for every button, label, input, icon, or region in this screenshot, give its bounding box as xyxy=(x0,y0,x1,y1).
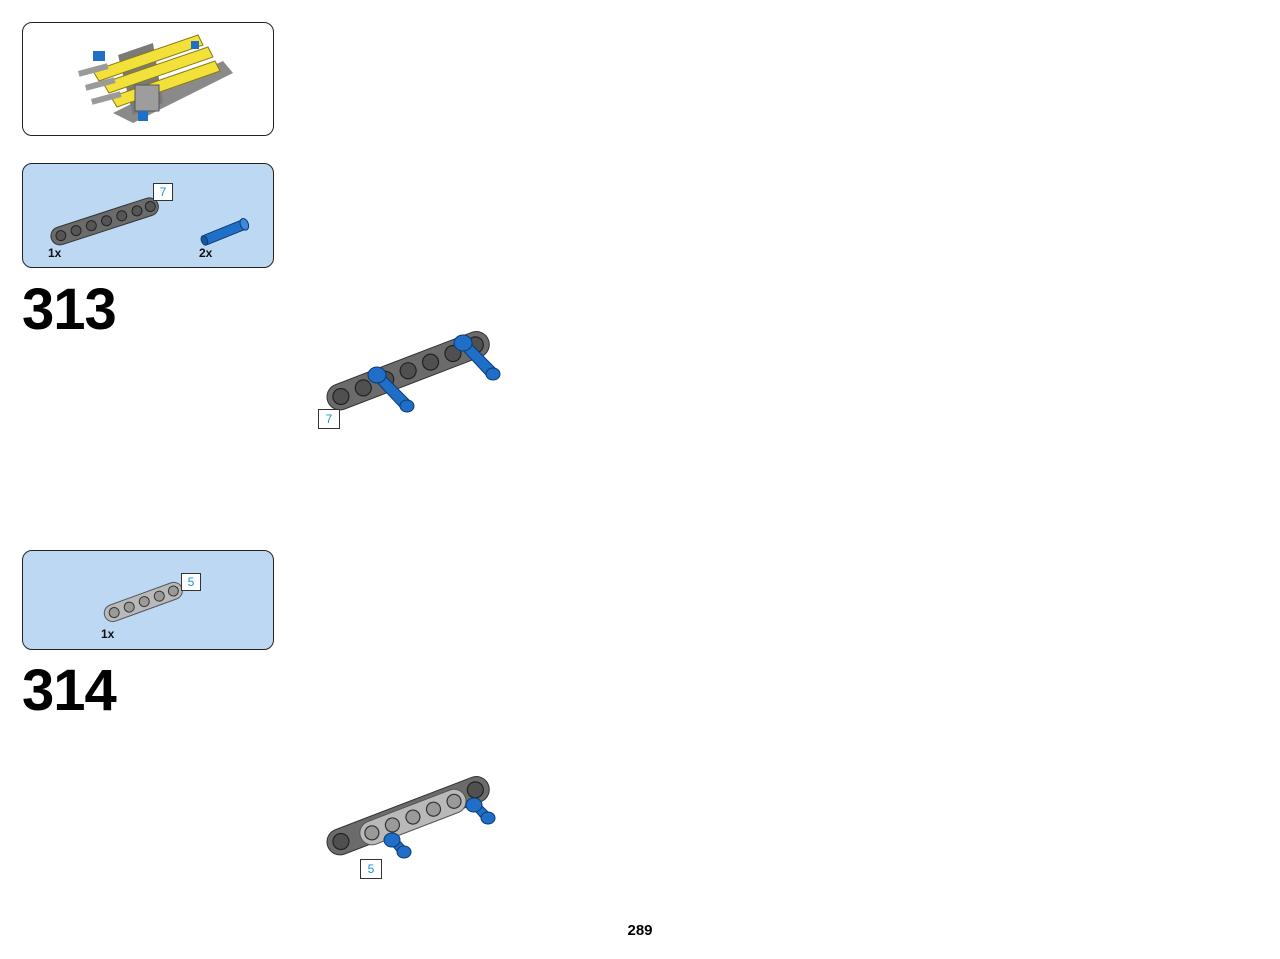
step-number: 313 xyxy=(22,277,117,342)
step-313-illustration xyxy=(326,331,501,413)
step-number: 314 xyxy=(22,658,117,723)
gray-beam-7-icon xyxy=(50,197,159,246)
callout-length-label: 5 xyxy=(360,859,382,879)
submodel-preview xyxy=(22,22,274,136)
part-length-label: 7 xyxy=(153,183,173,201)
page-number: 289 xyxy=(627,922,653,939)
parts-list-step-314: 5 1x xyxy=(22,550,274,650)
part-length-label: 5 xyxy=(181,573,201,591)
blue-pin-icon xyxy=(200,218,250,246)
part-quantity: 1x xyxy=(101,627,115,641)
part-quantity: 2x xyxy=(199,246,213,260)
step-314-illustration xyxy=(326,776,496,859)
callout-length-label: 7 xyxy=(318,409,340,429)
part-quantity: 1x xyxy=(48,246,62,260)
light-gray-beam-5-icon xyxy=(103,581,183,623)
submodel-illustration xyxy=(78,34,233,123)
parts-list-step-313: 7 1x 2x xyxy=(22,163,274,268)
